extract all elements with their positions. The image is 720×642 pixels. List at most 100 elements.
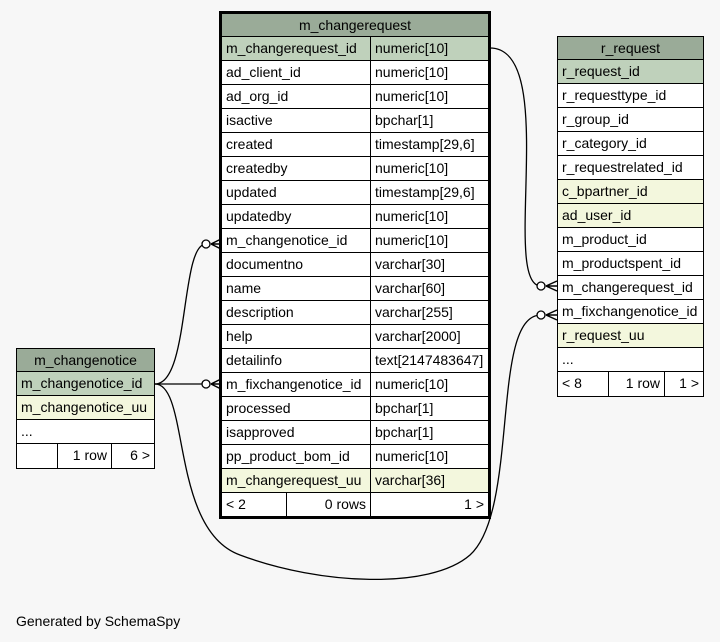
cell: updatedby: [226, 208, 292, 224]
column-row[interactable]: ...: [17, 420, 154, 444]
column-row[interactable]: r_requestrelated_id: [558, 156, 703, 180]
table-title[interactable]: r_request: [558, 37, 703, 60]
cell: bpchar[1]: [370, 421, 488, 444]
table-title[interactable]: m_changenotice: [17, 349, 154, 372]
cell: ...: [21, 423, 33, 439]
column-row[interactable]: ad_user_id: [558, 204, 703, 228]
column-row[interactable]: r_requesttype_id: [558, 84, 703, 108]
cell: r_requestrelated_id: [562, 159, 683, 175]
cell: isapproved: [226, 424, 295, 440]
column-row[interactable]: pp_product_bom_id numeric[10]: [222, 445, 488, 469]
cell: varchar[30]: [370, 253, 488, 276]
cell: r_category_id: [562, 135, 647, 151]
crowfoot-3: [545, 280, 558, 292]
column-row[interactable]: m_changerequest_uu varchar[36]: [222, 469, 488, 493]
cell: 1 row: [57, 444, 111, 468]
cell: varchar[36]: [370, 469, 488, 492]
cell: varchar[2000]: [370, 325, 488, 348]
cell: c_bpartner_id: [562, 183, 648, 199]
column-row[interactable]: m_changenotice_id: [17, 372, 154, 396]
cell: m_changerequest_id: [226, 40, 357, 56]
table-title[interactable]: m_changerequest: [222, 14, 488, 37]
cell: processed: [226, 400, 291, 416]
column-row[interactable]: m_changerequest_id numeric[10]: [222, 37, 488, 61]
cell: 1 >: [370, 493, 488, 517]
column-row[interactable]: m_fixchangenotice_id numeric[10]: [222, 373, 488, 397]
column-row[interactable]: ad_org_id numeric[10]: [222, 85, 488, 109]
edge-changenotice-to-changerequest: [154, 243, 207, 385]
column-row[interactable]: r_category_id: [558, 132, 703, 156]
cell: description: [226, 304, 294, 320]
column-row[interactable]: r_group_id: [558, 108, 703, 132]
column-row[interactable]: updated timestamp[29,6]: [222, 181, 488, 205]
column-row[interactable]: r_request_id: [558, 60, 703, 84]
generator-credit: Generated by SchemaSpy: [16, 613, 181, 629]
column-row[interactable]: m_changenotice_uu: [17, 396, 154, 420]
cell: detailinfo: [226, 352, 283, 368]
cell: ad_org_id: [226, 88, 289, 104]
column-row[interactable]: help varchar[2000]: [222, 325, 488, 349]
crowfoot-circle-1: [201, 239, 211, 249]
cell: 6 >: [111, 444, 154, 468]
cell: r_group_id: [562, 111, 629, 127]
column-row[interactable]: isactive bpchar[1]: [222, 109, 488, 133]
column-row[interactable]: m_fixchangenotice_id: [558, 300, 703, 324]
cell: < 2: [226, 496, 246, 512]
cell: m_changenotice_uu: [21, 399, 148, 415]
cell: bpchar[1]: [370, 109, 488, 132]
table-m-changenotice[interactable]: m_changenotice m_changenotice_id m_change…: [16, 348, 155, 469]
edge-fixchangenotice-to-request: [154, 314, 542, 581]
column-row[interactable]: ...: [558, 348, 703, 372]
table-r-request[interactable]: r_request r_request_id r_requesttype_id r_…: [557, 36, 704, 397]
cell: numeric[10]: [370, 85, 488, 108]
cell: m_productspent_id: [562, 255, 682, 271]
cell: timestamp[29,6]: [370, 133, 488, 156]
column-row[interactable]: c_bpartner_id: [558, 180, 703, 204]
cell: isactive: [226, 112, 273, 128]
cell: m_changerequest_id: [562, 279, 693, 295]
column-row[interactable]: m_product_id: [558, 228, 703, 252]
cell: varchar[255]: [370, 301, 488, 324]
cell: timestamp[29,6]: [370, 181, 488, 204]
cell: help: [226, 328, 253, 344]
column-row[interactable]: r_request_uu: [558, 324, 703, 348]
cell: numeric[10]: [370, 445, 488, 468]
column-row[interactable]: m_productspent_id: [558, 252, 703, 276]
cell: numeric[10]: [370, 205, 488, 228]
column-row[interactable]: updatedby numeric[10]: [222, 205, 488, 229]
crowfoot-circle-4: [536, 310, 546, 320]
cell: r_request_id: [562, 63, 640, 79]
cell: numeric[10]: [370, 373, 488, 396]
column-row[interactable]: isapproved bpchar[1]: [222, 421, 488, 445]
cell: 1 row: [608, 372, 664, 396]
cell: numeric[10]: [370, 37, 488, 60]
column-row[interactable]: m_changerequest_id: [558, 276, 703, 300]
cell: varchar[60]: [370, 277, 488, 300]
cell: < 8: [562, 375, 582, 391]
cell: numeric[10]: [370, 229, 488, 252]
cell: pp_product_bom_id: [226, 448, 350, 464]
cell: 0 rows: [286, 493, 370, 517]
column-row[interactable]: description varchar[255]: [222, 301, 488, 325]
cell: m_changerequest_uu: [226, 472, 362, 488]
cell: r_requesttype_id: [562, 87, 667, 103]
cell: numeric[10]: [370, 157, 488, 180]
cell: m_fixchangenotice_id: [226, 376, 362, 392]
crowfoot-circle-3: [536, 281, 546, 291]
edge-changerequest-to-request: [489, 47, 542, 287]
cell: m_changenotice_id: [21, 375, 143, 391]
cell: ad_client_id: [226, 64, 301, 80]
cell: updated: [226, 184, 277, 200]
